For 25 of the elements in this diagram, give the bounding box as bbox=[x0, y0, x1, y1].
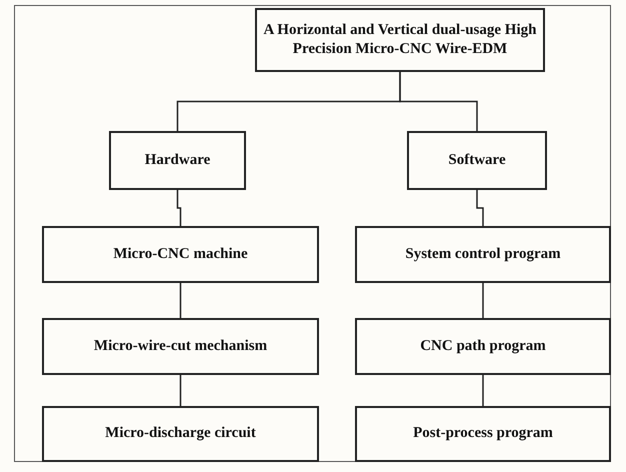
component-box bbox=[355, 318, 611, 375]
connector-line bbox=[476, 190, 484, 226]
component-box bbox=[355, 406, 611, 462]
box-label: Hardware bbox=[144, 150, 210, 170]
box-label: A Horizontal and Vertical dual-usage High Precision Micro-CNC Wire-EDM bbox=[262, 20, 538, 59]
box-label: Micro-discharge circuit bbox=[105, 424, 256, 444]
box-label: CNC path program bbox=[420, 336, 546, 356]
box-label: Software bbox=[448, 150, 506, 170]
box-label: Micro-CNC machine bbox=[113, 244, 248, 264]
box-label: Micro-wire-cut mechanism bbox=[94, 336, 268, 356]
connector-line bbox=[482, 375, 484, 406]
box-label: System control program bbox=[405, 244, 561, 264]
connector-line bbox=[399, 72, 478, 131]
component-box bbox=[42, 318, 319, 375]
box-label: Post-process program bbox=[413, 424, 553, 444]
connector-line bbox=[180, 283, 182, 318]
component-box bbox=[109, 131, 246, 190]
component-box bbox=[407, 131, 547, 190]
connector-line bbox=[176, 190, 182, 226]
component-box bbox=[355, 226, 611, 283]
connector-line bbox=[180, 375, 182, 406]
connector-line bbox=[482, 283, 484, 318]
component-box bbox=[42, 406, 319, 462]
title-box bbox=[255, 8, 545, 72]
component-box bbox=[42, 226, 319, 283]
